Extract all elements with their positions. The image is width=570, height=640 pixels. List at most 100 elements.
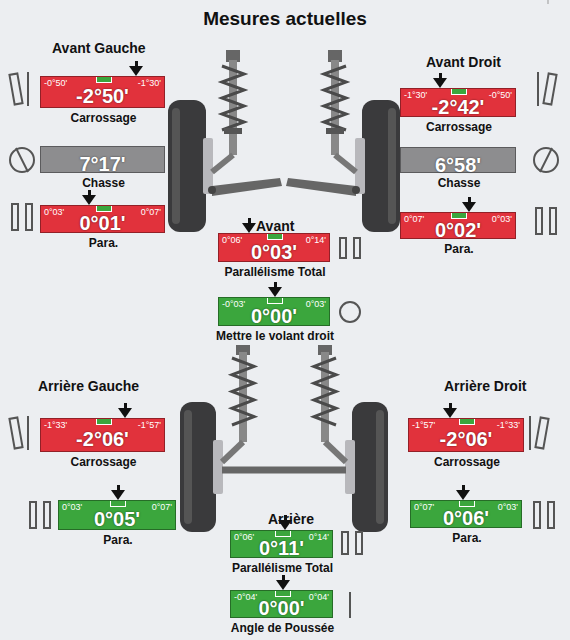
gauge-bar: 6°58'Chasse — [400, 147, 516, 173]
measured-value: -2°42' — [401, 96, 515, 118]
measured-value: 0°05' — [59, 508, 175, 530]
range-min: -1°57' — [412, 420, 435, 430]
tolerance-notch — [275, 591, 291, 597]
range-min: -1°30' — [404, 90, 427, 100]
range-min: 0°07' — [404, 214, 424, 224]
gauge-label: Para. — [1, 236, 206, 250]
tolerance-notch — [267, 298, 283, 304]
range-min: -1°33' — [44, 420, 67, 430]
gauge-bar: 0°07'0°03'0°02'Para. — [400, 212, 516, 239]
measured-value: 6°58' — [401, 154, 515, 176]
range-max: -1°33' — [497, 420, 520, 430]
measured-value: 0°00' — [219, 305, 329, 327]
tolerance-notch — [110, 501, 126, 507]
range-min: 0°06' — [222, 235, 242, 245]
gauge-bar: -0°04'0°04'0°00'Angle de Poussée — [230, 590, 333, 618]
measured-value: 7°17' — [41, 153, 164, 175]
pointer-arrow — [118, 408, 132, 418]
section-heading: Avant Gauche — [52, 40, 146, 56]
spring-coil — [314, 358, 336, 425]
range-min: 0°03' — [44, 207, 64, 217]
measured-value: 0°03' — [219, 241, 329, 263]
gauge-label: Para. — [361, 242, 557, 256]
measured-value: 0°02' — [401, 219, 515, 241]
tolerance-notch — [96, 77, 112, 83]
section-heading: Avant Droit — [426, 54, 501, 70]
range-min: -0°03' — [222, 299, 245, 309]
measured-value: -2°06' — [41, 428, 164, 450]
pointer-arrow — [276, 580, 290, 590]
gauge-bar: -0°50'-1°30'-2°50'Carrossage — [40, 76, 165, 108]
gauge-bar: -1°30'-0°50'-2°42'Carrossage — [400, 88, 516, 117]
range-min: 0°06' — [234, 532, 254, 542]
gauge-label: Para. — [371, 531, 563, 545]
frame-line — [548, 0, 549, 4]
pointer-arrow — [462, 202, 476, 212]
section-heading: Arrière — [268, 511, 314, 527]
range-max: 0°03' — [492, 214, 512, 224]
range-max: 0°14' — [309, 532, 329, 542]
range-max: 0°03' — [306, 299, 326, 309]
tolerance-notch — [96, 206, 112, 212]
front-suspension — [168, 50, 282, 232]
measured-value: -2°06' — [409, 428, 523, 450]
pointer-arrow — [82, 195, 96, 205]
spring-coil — [232, 358, 254, 425]
range-max: 0°07' — [141, 207, 161, 217]
spring-coil — [222, 66, 244, 130]
range-min: 0°07' — [414, 502, 434, 512]
pointer-arrow — [433, 78, 447, 88]
gauge-label: Carrossage — [361, 120, 557, 134]
tolerance-notch — [459, 501, 475, 507]
rear-suspension — [180, 345, 284, 532]
page-title: Mesures actuelles — [0, 8, 570, 30]
gauge-bar: 0°07'0°03'0°06'Para. — [410, 500, 522, 528]
gauge-label: Carrossage — [1, 111, 206, 125]
tolerance-notch — [459, 419, 475, 425]
gauge-bar: 0°03'0°07'0°01'Para. — [40, 205, 165, 233]
front-suspension — [286, 50, 400, 232]
section-heading: Avant — [256, 218, 294, 234]
range-min: 0°03' — [62, 502, 82, 512]
range-max: -1°57' — [138, 420, 161, 430]
gauge-label: Carrossage — [369, 455, 565, 469]
section-heading: Arrière Gauche — [38, 378, 139, 394]
pointer-arrow — [443, 408, 457, 418]
gauge-bar: 0°06'0°14'0°11'Parallélisme Total — [230, 530, 333, 558]
gauge-bar: -1°57'-1°33'-2°06'Carrossage — [408, 418, 524, 452]
measured-value: -2°50' — [41, 85, 164, 107]
range-min: -0°04' — [234, 592, 257, 602]
gauge-bar: 0°06'0°14'0°03'Parallélisme Total — [218, 233, 330, 262]
gauge-label: Mettre le volant droit — [179, 329, 371, 343]
gauge-label: Chasse — [1, 176, 206, 190]
pointer-arrow — [242, 223, 256, 233]
gauge-label: Chasse — [361, 176, 557, 190]
gauge-bar: 0°03'0°07'0°05'Para. — [58, 500, 176, 530]
measured-value: 0°01' — [41, 212, 164, 234]
gauge-label: Carrossage — [1, 455, 206, 469]
pointer-arrow — [456, 490, 470, 500]
range-max: -1°30' — [138, 78, 161, 88]
pointer-arrow — [129, 66, 143, 76]
tolerance-notch — [275, 531, 291, 537]
tolerance-notch — [451, 89, 467, 95]
tolerance-notch — [267, 234, 283, 240]
gauge-label: Para. — [19, 533, 217, 547]
measured-value: 0°00' — [231, 597, 332, 619]
gauge-label: Parallélisme Total — [179, 265, 371, 279]
range-max: 0°04' — [309, 592, 329, 602]
measured-value: 0°11' — [231, 537, 332, 559]
measured-value: 0°06' — [411, 507, 521, 529]
gauge-bar: -1°33'-1°57'-2°06'Carrossage — [40, 418, 165, 452]
spring-coil — [324, 66, 346, 130]
rear-suspension — [284, 345, 388, 532]
gauge-label: Parallélisme Total — [191, 561, 374, 575]
range-max: 0°07' — [152, 502, 172, 512]
range-max: 0°14' — [306, 235, 326, 245]
range-min: -0°50' — [44, 78, 67, 88]
gauge-label: Angle de Poussée — [191, 621, 374, 635]
section-heading: Arrière Droit — [444, 378, 526, 394]
range-max: 0°03' — [498, 502, 518, 512]
range-max: -0°50' — [489, 90, 512, 100]
tolerance-notch — [451, 213, 467, 219]
